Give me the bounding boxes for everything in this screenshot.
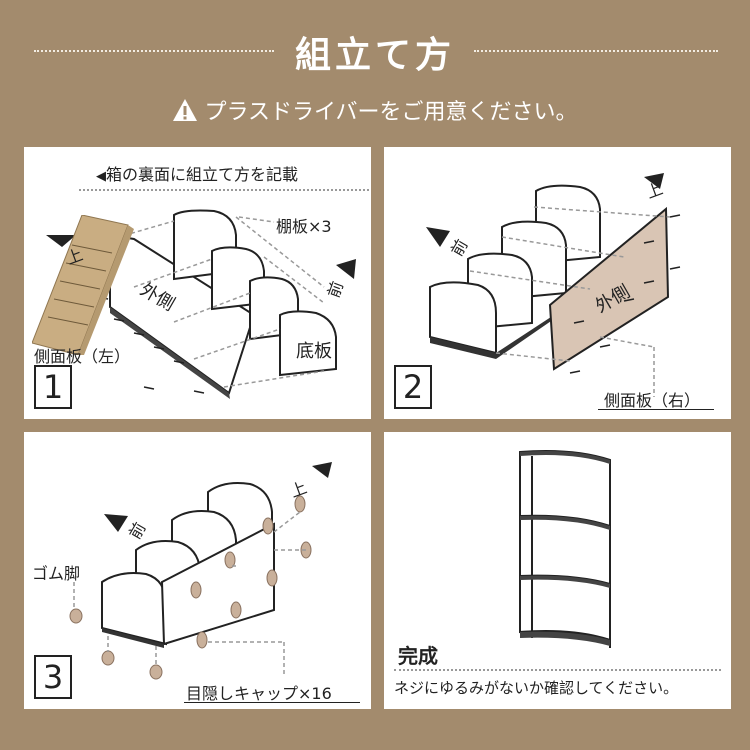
caps-label: 目隠しキャップ×16 [186,684,332,703]
step-number-1: 1 [34,365,72,409]
step-number-3: 3 [34,655,72,699]
side-right-label: 側面板（右） [604,391,701,410]
rubber-feet-label: ゴム脚 [32,564,81,583]
step-2-illustration [426,173,681,397]
step-4-panel: 完成 ネジにゆるみがないか確認してください。 [384,432,731,709]
completed-shelf-illustration [519,450,611,648]
complete-label: 完成 [398,644,438,668]
shelf-label: 棚板×3 [276,217,332,236]
step-number-2: 2 [394,365,432,409]
screw-check-note: ネジにゆるみがないか確認してください。 [394,679,679,697]
cardboard-box-icon [32,215,134,355]
step-1-illustration [46,209,356,399]
caps-underline [184,702,360,703]
step-2-panel: 外側 前 上 側面板（右） 2 [384,147,731,419]
header: 組立て方 プラスドライバーをご用意ください。 [0,0,750,140]
step-3-illustration [69,462,332,680]
title-divider-left [34,50,274,52]
box-back-note: ◀箱の裏面に組立て方を記載 [96,161,298,185]
bottom-board-label: 底板 [296,341,332,362]
side-right-underline [598,409,714,410]
side-left-label: 側面板（左） [34,347,131,366]
tool-warning: プラスドライバーをご用意ください。 [0,94,750,126]
warning-text: プラスドライバーをご用意ください。 [204,100,578,125]
box-note-divider [79,189,369,191]
step-3-panel: 前 上 ゴム脚 目隠しキャップ×16 3 [24,432,371,709]
step-1-panel: ◀箱の裏面に組立て方を記載 棚板×3 底板 外側 上 前 側面板（左） 1 [24,147,371,419]
title-divider-right [474,50,718,52]
complete-divider [394,669,721,671]
warning-icon [173,99,198,121]
page-title: 組立て方 [294,35,455,76]
box-note-text: 箱の裏面に組立て方を記載 [106,165,299,184]
caret-left-icon: ◀ [96,169,106,184]
box-image [32,215,164,355]
